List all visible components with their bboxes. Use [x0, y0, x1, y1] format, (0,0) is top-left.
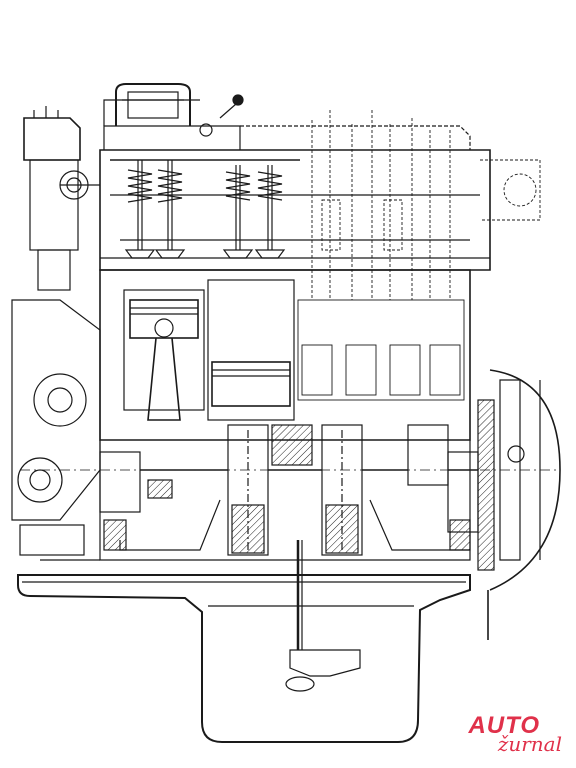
logo-line-1: AUTO: [468, 712, 540, 739]
cylinder-2: [207, 279, 295, 421]
water-pump: [59, 170, 100, 200]
cylinders-rear-ghost: [297, 299, 465, 401]
oil-filler-cap: [115, 83, 191, 126]
crankshaft: [20, 424, 560, 556]
valve-train: [110, 94, 300, 259]
valve-cover: [103, 99, 471, 150]
distributor: [23, 106, 81, 291]
flywheel-clutch: [477, 369, 561, 640]
oil-sump: [17, 540, 471, 743]
auto-zurnal-logo: AUTO žurnal: [442, 712, 562, 758]
timing-cover: [11, 299, 101, 556]
rear-valve-train-ghost: [311, 110, 541, 300]
cylinder-1: [123, 289, 205, 421]
logo-line-2: žurnal: [497, 732, 562, 756]
cylinder-head: [99, 149, 491, 271]
